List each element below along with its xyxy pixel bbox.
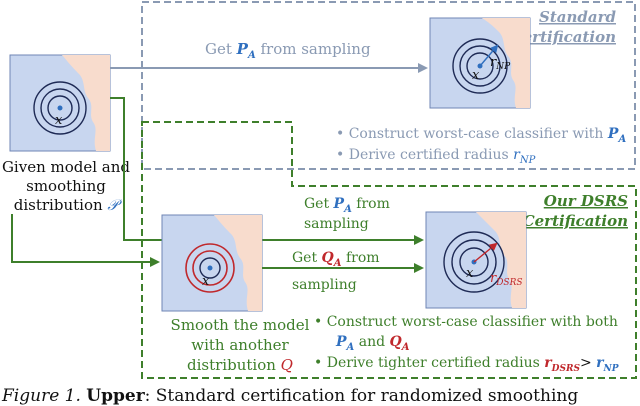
smooth-caption-line2: with another (191, 336, 289, 354)
standard-title-line2: Certification (511, 28, 616, 46)
dsrs-title-line2: Certification (523, 212, 628, 230)
dsrs-bullet2: • Derive tighter certified radius rDSRS>… (314, 355, 619, 374)
dsrs-radius-label: rDSRS (490, 271, 523, 288)
input-model-panel: x (9, 54, 111, 152)
standard-model-panel: x rNP (429, 17, 531, 109)
input-caption-line1: Given model and (2, 158, 130, 176)
smooth-caption-line1: Smooth the model (171, 316, 310, 334)
svg-text:x: x (466, 266, 474, 281)
figure-caption: Figure 1. Upper: Standard certification … (1, 386, 578, 406)
standard-bullet1: • Construct worst-case classifier with P… (336, 126, 626, 145)
dsrs-arrow2-line2: sampling (292, 277, 357, 293)
standard-radius-label: rNP (490, 55, 511, 72)
standard-title-line1: Standard (539, 8, 616, 26)
input-caption-line3: distribution 𝒫 (14, 196, 123, 214)
dsrs-arrow1-line2: sampling (304, 216, 369, 232)
dsrs-arrow2-line1: Get QA from (292, 250, 380, 269)
dsrs-model-panel: x rDSRS (425, 211, 527, 309)
input-caption-line2: smoothing (26, 177, 106, 195)
input-point-label: x (55, 113, 63, 128)
dsrs-bullet1-line2: PA and QA (335, 334, 410, 353)
smooth-caption-line3: distribution Q (187, 356, 293, 374)
smooth-model-panel: x (161, 214, 263, 312)
smooth-point-label: x (202, 274, 210, 289)
standard-cert-box (141, 1, 636, 170)
dsrs-title-line1: Our DSRS (544, 192, 628, 210)
standard-bullet2: • Derive certified radius rNP (336, 147, 536, 166)
dsrs-cert-box (141, 121, 637, 379)
svg-text:x: x (472, 68, 480, 83)
dsrs-bullet1-line1: • Construct worst-case classifier with b… (314, 314, 618, 330)
dsrs-arrow1-line1: Get PA from (304, 196, 390, 215)
dsrs-sampling-arrow-p (110, 97, 424, 245)
smooth-arrow (11, 214, 160, 267)
standard-arrow-label: Get PA from sampling (205, 40, 371, 61)
